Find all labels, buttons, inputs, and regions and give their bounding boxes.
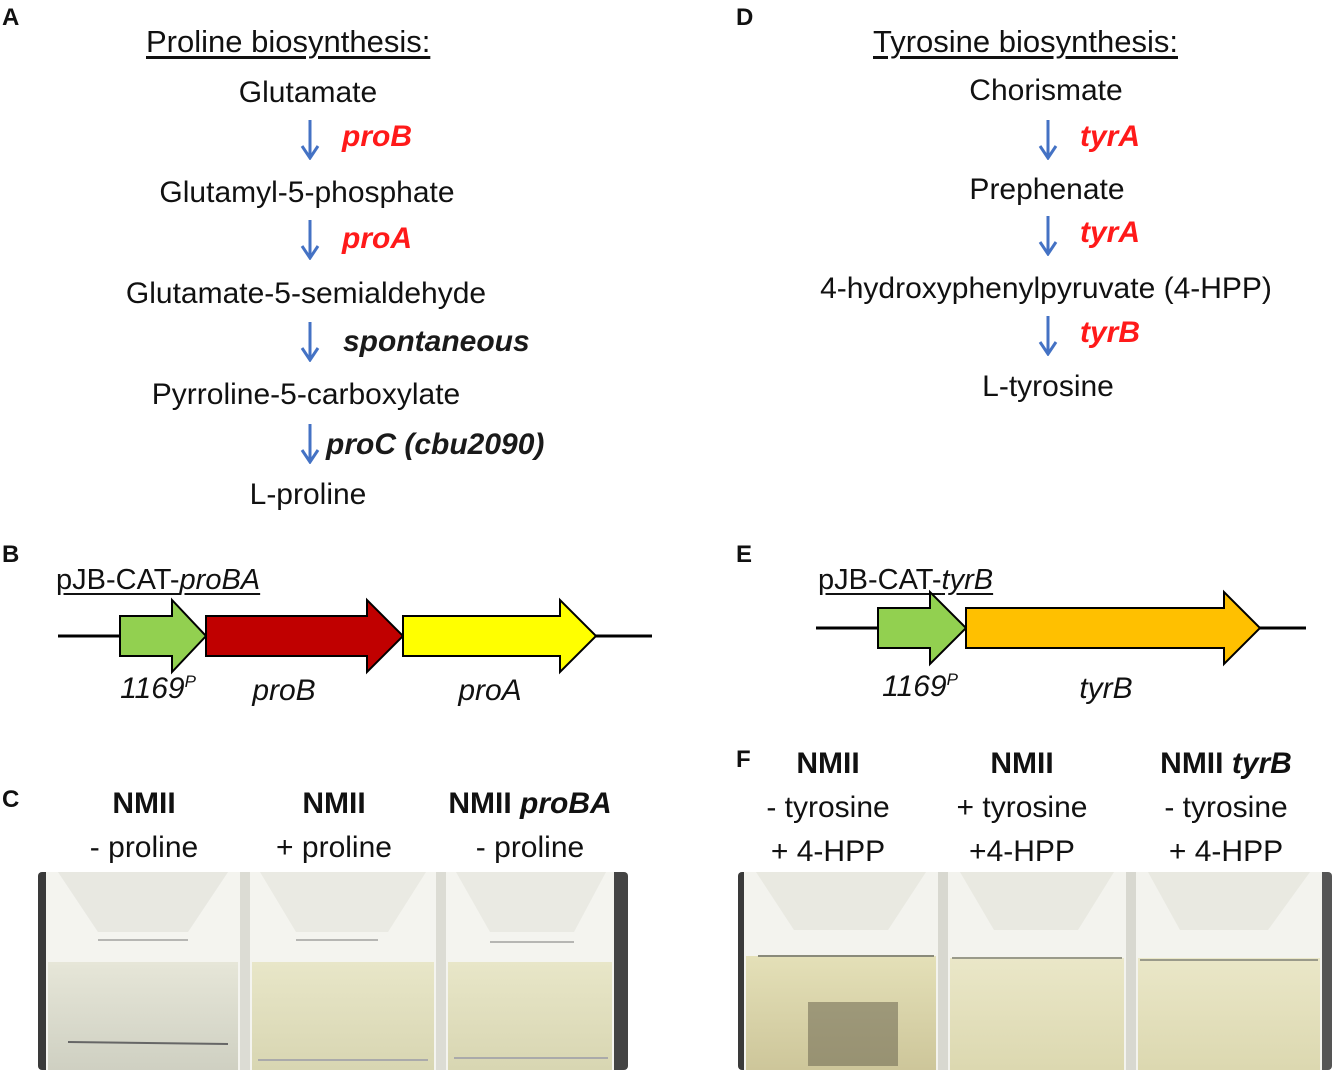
step-spontaneous-label: spontaneous — [343, 325, 530, 358]
metabolite-l-proline: L-proline — [249, 478, 367, 511]
promoter-b-label: 1169P — [120, 672, 196, 705]
panel-label-c: C — [2, 786, 20, 813]
pathway-arrow-icon — [300, 322, 320, 362]
gene-tyrB-arrow — [965, 589, 1262, 667]
pathway-arrow-icon — [1038, 120, 1058, 160]
metabolite-glutamate: Glutamate — [238, 76, 378, 109]
panel-label-b: B — [2, 541, 20, 568]
panel-c-cuvette-photo — [38, 872, 628, 1070]
panel-c-caption-3: NMII proBA - proline — [448, 787, 612, 864]
pathway-arrow-icon — [300, 120, 320, 160]
panel-f-caption-2: NMII + tyrosine +4-HPP — [956, 747, 1088, 868]
gene-tyrA-label-2: tyrA — [1080, 216, 1141, 249]
gene-proB-label: proB — [342, 120, 412, 153]
gene-proC-label: proC (cbu2090) — [326, 428, 545, 461]
metabolite-glutamyl-5-phosphate: Glutamyl-5-phosphate — [159, 176, 455, 209]
gene-tyrB-label: tyrB — [1080, 316, 1141, 349]
gene-e-label-tyrB: tyrB — [1079, 672, 1133, 705]
metabolite-l-tyrosine: L-tyrosine — [982, 370, 1114, 403]
promoter-1169-arrow — [877, 589, 968, 667]
panel-f-caption-3: NMII tyrB - tyrosine + 4-HPP — [1160, 747, 1292, 868]
plasmid-b-name: pJB-CAT-proBA — [56, 564, 261, 596]
gene-tyrA-label: tyrA — [1080, 120, 1141, 153]
panel-f-caption-1: NMII - tyrosine + 4-HPP — [766, 747, 890, 868]
plasmid-e-map — [816, 589, 1306, 667]
panel-c-caption-1: NMII - proline — [89, 787, 199, 864]
proline-pathway-title: Proline biosynthesis: — [146, 24, 431, 59]
panel-label-d: D — [736, 4, 754, 31]
gene-proB-arrow — [205, 597, 405, 675]
metabolite-4-hpp: 4-hydroxyphenylpyruvate (4-HPP) — [820, 272, 1272, 305]
promoter-1169-arrow — [119, 597, 208, 675]
gene-proA-arrow — [402, 597, 598, 675]
plasmid-e-name: pJB-CAT-tyrB — [818, 564, 994, 596]
gene-b-label-proA: proA — [458, 674, 522, 707]
metabolite-glutamate-5-semialdehyde: Glutamate-5-semialdehyde — [125, 277, 487, 310]
panel-label-e: E — [736, 541, 753, 568]
gene-proA-label: proA — [342, 222, 412, 255]
metabolite-chorismate: Chorismate — [969, 74, 1123, 107]
panel-f-cuvette-photo — [738, 872, 1332, 1070]
pathway-arrow-icon — [1038, 216, 1058, 256]
pathway-arrow-icon — [1038, 316, 1058, 356]
promoter-e-label: 1169P — [882, 670, 958, 703]
tyrosine-pathway-title: Tyrosine biosynthesis: — [873, 24, 1178, 59]
panel-label-f: F — [736, 746, 751, 773]
gene-b-label-proB: proB — [252, 674, 316, 707]
plasmid-b-map — [58, 597, 652, 675]
metabolite-pyrroline-5-carboxylate: Pyrroline-5-carboxylate — [151, 378, 461, 411]
panel-label-a: A — [2, 4, 20, 31]
panel-c-caption-2: NMII + proline — [276, 787, 392, 864]
pathway-arrow-icon — [300, 424, 320, 464]
metabolite-prephenate: Prephenate — [969, 173, 1125, 206]
pathway-arrow-icon — [300, 220, 320, 260]
